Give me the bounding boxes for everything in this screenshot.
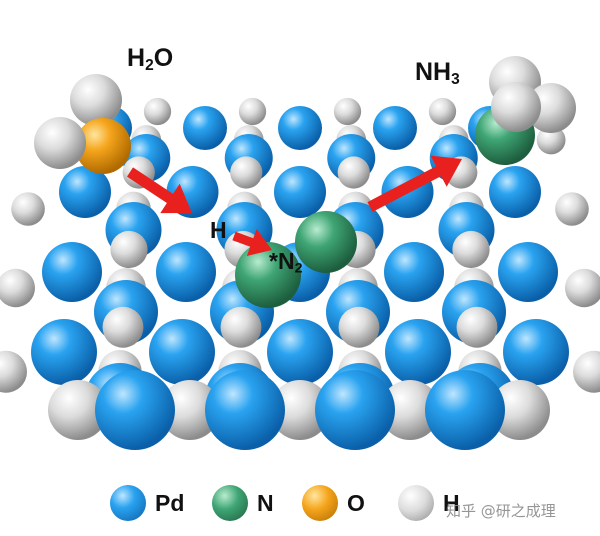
pd-atom: [59, 166, 111, 218]
legend-item-n: N: [212, 478, 274, 528]
surface-h-atom: [380, 380, 440, 440]
n2-atom: [235, 242, 301, 308]
pd-atom: [95, 370, 175, 450]
water-h-atom: [34, 117, 86, 169]
pd-atom: [149, 319, 215, 385]
pd-atom: [425, 370, 505, 450]
surface-h-atom: [11, 192, 45, 226]
molecules: [34, 56, 576, 308]
surface-h-atom: [48, 380, 108, 440]
arrow-to-ammonia-shape: [367, 155, 462, 212]
legend-label-o: O: [347, 489, 365, 516]
pd-atom: [385, 319, 451, 385]
pd-atom: [278, 106, 322, 150]
surface-h-atom: [333, 97, 362, 126]
reaction-arrows: [127, 155, 462, 256]
surface-h-atom: [428, 97, 457, 126]
surface-h-atom: [573, 350, 600, 393]
o-ball-icon: [302, 485, 338, 521]
pd-atom: [503, 319, 569, 385]
surface-h-atom: [536, 125, 566, 155]
legend-label-n: N: [257, 489, 274, 516]
pd-atom: [183, 106, 227, 150]
pd-atom: [373, 106, 417, 150]
pd-atom: [384, 242, 444, 302]
adsorbed-n2-label: *N2: [269, 248, 303, 277]
pd-atom: [42, 242, 102, 302]
surface-h-atom: [238, 97, 267, 126]
ammonia-h-atom: [526, 83, 576, 133]
n-ball-icon: [212, 485, 248, 521]
arrow-water-to-surface-shape: [127, 167, 192, 214]
pd-ball-icon: [110, 485, 146, 521]
pd-atom: [267, 319, 333, 385]
pd-atom: [274, 166, 326, 218]
water-h-atom: [70, 74, 122, 126]
legend-item-pd: Pd: [110, 478, 184, 528]
arrow-to-ammonia: [367, 155, 462, 212]
legend-item-h: H: [398, 478, 460, 528]
surface-h-atom: [338, 306, 380, 348]
watermark: 知乎 @研之成理: [446, 502, 556, 520]
element-legend: Pd N O H: [0, 478, 600, 528]
pd-atom: [205, 370, 285, 450]
ammonia-label: NH3: [415, 58, 460, 88]
water-o-atom: [75, 118, 131, 174]
pd-atom: [315, 370, 395, 450]
surface-h-atom: [102, 306, 144, 348]
pd-atom: [156, 242, 216, 302]
surface-h-atom: [270, 380, 330, 440]
ammonia-h-atom: [491, 82, 541, 132]
surface-h-atom: [0, 268, 35, 308]
surface-h-atom: [456, 306, 498, 348]
surface-h-atom: [337, 156, 370, 189]
surface-h-atom: [110, 230, 148, 269]
water-label: H2O: [127, 44, 174, 74]
legend-item-o: O: [302, 478, 365, 528]
h-ball-icon: [398, 485, 434, 521]
pd-atom: [498, 242, 558, 302]
arrow-water-to-surface: [127, 167, 192, 214]
surface-h-atom: [143, 97, 172, 126]
surface-h-atom: [0, 350, 27, 393]
surface-h-atom: [452, 230, 490, 269]
arrow-h-to-n2: [232, 229, 272, 256]
n2-atom: [295, 211, 357, 273]
surface-h-atom: [220, 306, 262, 348]
surface-h-atom: [555, 192, 589, 226]
surface-h-atom: [230, 156, 263, 189]
surface-h-atom: [490, 380, 550, 440]
legend-label-pd: Pd: [155, 489, 185, 516]
surface-h-atom: [565, 268, 600, 308]
adsorbed-hydrogen-label: H: [210, 217, 227, 243]
legend-label-h: H: [443, 489, 460, 516]
pd-atom: [489, 166, 541, 218]
pd-atom: [31, 319, 97, 385]
surface-h-atom: [160, 380, 220, 440]
arrow-h-to-n2-shape: [232, 229, 272, 256]
